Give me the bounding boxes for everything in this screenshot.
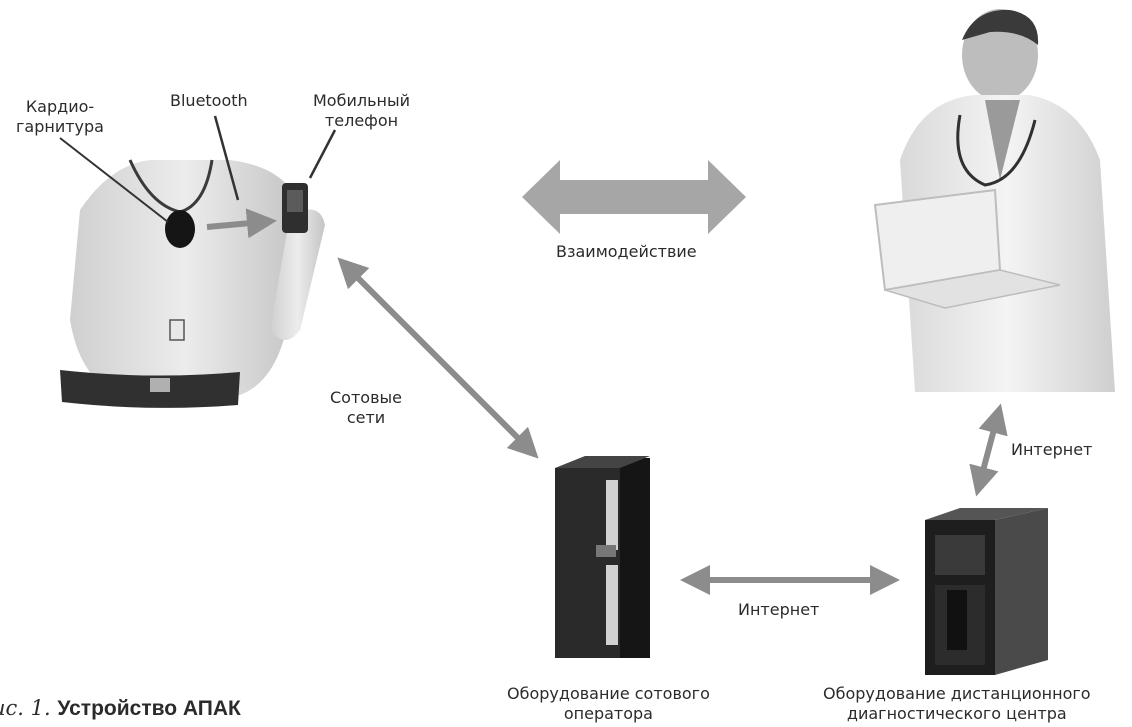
doctor-illustration — [873, 9, 1115, 392]
center-label: Оборудование дистанционного диагностичес… — [823, 684, 1091, 724]
caption-title: Устройство АПАК — [57, 697, 241, 720]
operator-label-line-1: Оборудование сотового — [507, 684, 710, 703]
operator-label: Оборудование сотового оператора — [507, 684, 710, 724]
headset-label-line-1: Кардио- — [25, 97, 95, 116]
internet-bottom-label: Интернет — [738, 600, 820, 619]
cellular-label-line-1: Сотовые — [330, 388, 402, 407]
internet-right-arrow — [969, 403, 1008, 497]
headset-label-line-2: гарнитура — [16, 117, 104, 136]
cellular-label-line-2: сети — [346, 408, 386, 427]
interaction-label: Взаимодействие — [556, 242, 697, 261]
headset-pointer-line — [59, 137, 169, 223]
interaction-arrow — [522, 160, 746, 234]
center-label-line-2: диагностического центра — [846, 704, 1067, 723]
caption-number: ис. 1. — [0, 696, 51, 720]
phone-label-line-2: телефон — [324, 111, 399, 130]
bluetooth-pointer-line — [213, 115, 240, 201]
operator-server-rack — [555, 456, 650, 658]
center-tower-server — [925, 508, 1048, 675]
phone-label-line-1: Мобильный — [313, 91, 411, 110]
bluetooth-label: Bluetooth — [170, 91, 248, 110]
center-label-line-1: Оборудование дистанционного — [823, 684, 1091, 703]
phone-label: Мобильный телефон — [313, 91, 410, 131]
cellular-label: Сотовые сети — [330, 388, 402, 428]
figure-caption: ис. 1. Устройство АПАК — [0, 696, 241, 721]
patient-illustration — [60, 159, 325, 408]
operator-label-line-2: оператора — [563, 704, 653, 723]
cellular-arrow — [337, 257, 539, 459]
internet-right-label: Интернет — [1011, 440, 1093, 459]
phone-pointer-line — [308, 129, 337, 179]
bluetooth-link-arrow — [206, 208, 277, 239]
headset-label: Кардио- гарнитура — [16, 97, 104, 137]
